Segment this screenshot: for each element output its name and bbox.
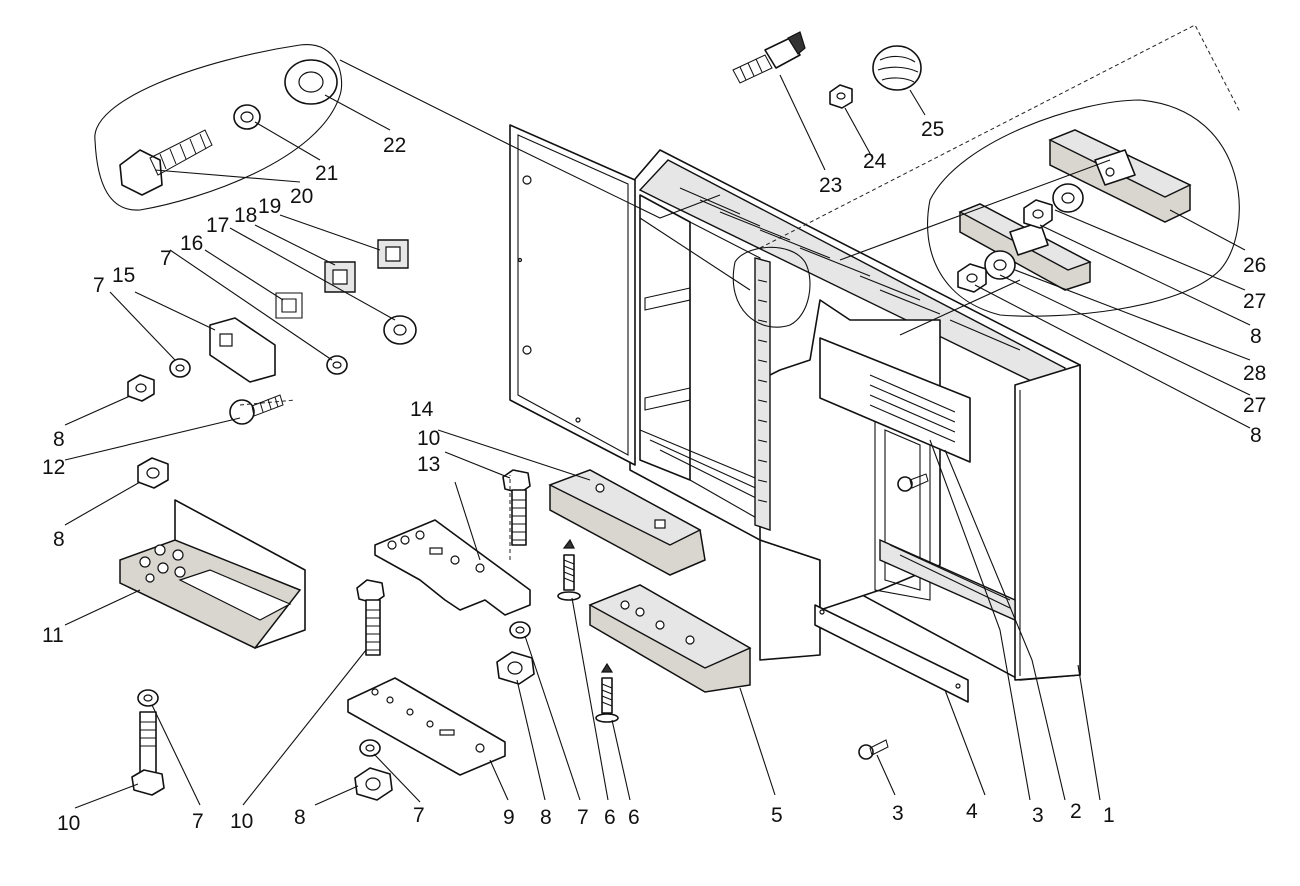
- callout-10: 10: [57, 812, 80, 835]
- callout-7: 7: [577, 806, 589, 829]
- callout-7: 7: [192, 810, 204, 833]
- assembly-lines: [239, 24, 1241, 560]
- callout-8: 8: [53, 528, 65, 551]
- callout-19: 19: [258, 195, 281, 218]
- screw-3-bottom: [858, 739, 889, 760]
- nut-8-center: [496, 651, 535, 685]
- lock-washer-21: [233, 104, 261, 130]
- callout-10: 10: [230, 810, 253, 833]
- bolt-20: [119, 129, 213, 196]
- leader-lines: [64, 74, 1251, 809]
- callout-22: 22: [383, 134, 406, 157]
- callout-9: 9: [503, 806, 515, 829]
- wood-screw-6-lower: [595, 662, 619, 723]
- callout-6: 6: [604, 806, 616, 829]
- callout-10: 10: [417, 427, 440, 450]
- callout-8: 8: [1250, 325, 1262, 348]
- bolt-10-lower: [131, 711, 165, 796]
- knob-25: [872, 45, 922, 91]
- cabinet-door: [509, 124, 636, 466]
- bracket-15: [209, 317, 276, 383]
- detail-outline: [732, 246, 811, 328]
- terminal-23: [732, 31, 806, 84]
- washer-7-bottom-left: [137, 689, 159, 707]
- wood-screw-6-upper: [557, 538, 581, 601]
- callout-3: 3: [892, 802, 904, 825]
- vent-panel: [819, 337, 971, 463]
- callout-26: 26: [1243, 254, 1266, 277]
- terminal-block-lower: [958, 203, 1092, 291]
- callout-15: 15: [112, 264, 135, 287]
- plate-18: [324, 261, 356, 293]
- washer-28-upper: [1052, 183, 1084, 213]
- callout-24: 24: [863, 150, 887, 173]
- callout-8: 8: [294, 806, 306, 829]
- callout-21: 21: [315, 162, 338, 185]
- callout-7: 7: [93, 274, 105, 297]
- wood-block-5: [588, 584, 752, 693]
- angle-bracket-11: [119, 499, 306, 649]
- callout-17: 17: [206, 214, 229, 237]
- terminal-block-26: [1048, 129, 1192, 223]
- callout-18: 18: [234, 204, 257, 227]
- callout-25: 25: [921, 118, 944, 141]
- callout-6: 6: [628, 806, 640, 829]
- screw-3-inner: [897, 473, 929, 492]
- flat-washer-22: [284, 59, 338, 105]
- callout-8: 8: [540, 806, 552, 829]
- callout-16: 16: [180, 232, 203, 255]
- wood-block-14: [548, 469, 706, 576]
- bottom-strip: [814, 604, 969, 703]
- callout-5: 5: [771, 804, 783, 827]
- nut-8-bottom: [354, 767, 393, 801]
- washer-17: [383, 315, 417, 345]
- nut-8-mid: [137, 457, 169, 489]
- callout-12: 12: [42, 456, 65, 479]
- callout-27: 27: [1243, 394, 1266, 417]
- callout-27: 27: [1243, 290, 1266, 313]
- group-outline-20-22: [94, 44, 343, 211]
- plate-19: [377, 239, 409, 269]
- nut-27-upper: [1023, 199, 1053, 229]
- callout-11: 11: [42, 624, 64, 647]
- callout-4: 4: [966, 800, 978, 823]
- washer-28-lower: [984, 250, 1016, 280]
- callout-20: 20: [290, 185, 313, 208]
- group-outline-26-28: [927, 99, 1240, 317]
- nut-8-top: [127, 374, 155, 402]
- lock-washer-7-right: [326, 355, 348, 375]
- plate-16: [275, 292, 303, 319]
- callout-14: 14: [410, 398, 434, 421]
- callout-2: 2: [1070, 800, 1082, 823]
- callout-7: 7: [413, 804, 425, 827]
- nut-27-lower: [957, 263, 987, 293]
- washer-7-center: [509, 621, 531, 639]
- callout-23: 23: [819, 174, 842, 197]
- bolt-10-upper: [502, 469, 531, 546]
- callout-8: 8: [1250, 424, 1262, 447]
- callout-1: 1: [1103, 804, 1115, 827]
- washer-7-lower-center: [359, 739, 381, 757]
- callout-7: 7: [160, 247, 172, 270]
- callout-3: 3: [1032, 804, 1044, 827]
- nut-24: [829, 84, 853, 109]
- callout-13: 13: [417, 453, 440, 476]
- callout-labels: 1 2 3 3 4 5 6 6 7 7 7 7 7 8 8 8 8 8 8 9 …: [42, 118, 1266, 835]
- bolt-10-mid: [356, 579, 385, 656]
- slotted-plate-13: [374, 519, 531, 616]
- perforated-plate-9: [347, 677, 506, 776]
- callout-8: 8: [53, 428, 65, 451]
- screw-12: [229, 394, 284, 425]
- callout-28: 28: [1243, 362, 1266, 385]
- lock-washer-7-left: [169, 358, 191, 378]
